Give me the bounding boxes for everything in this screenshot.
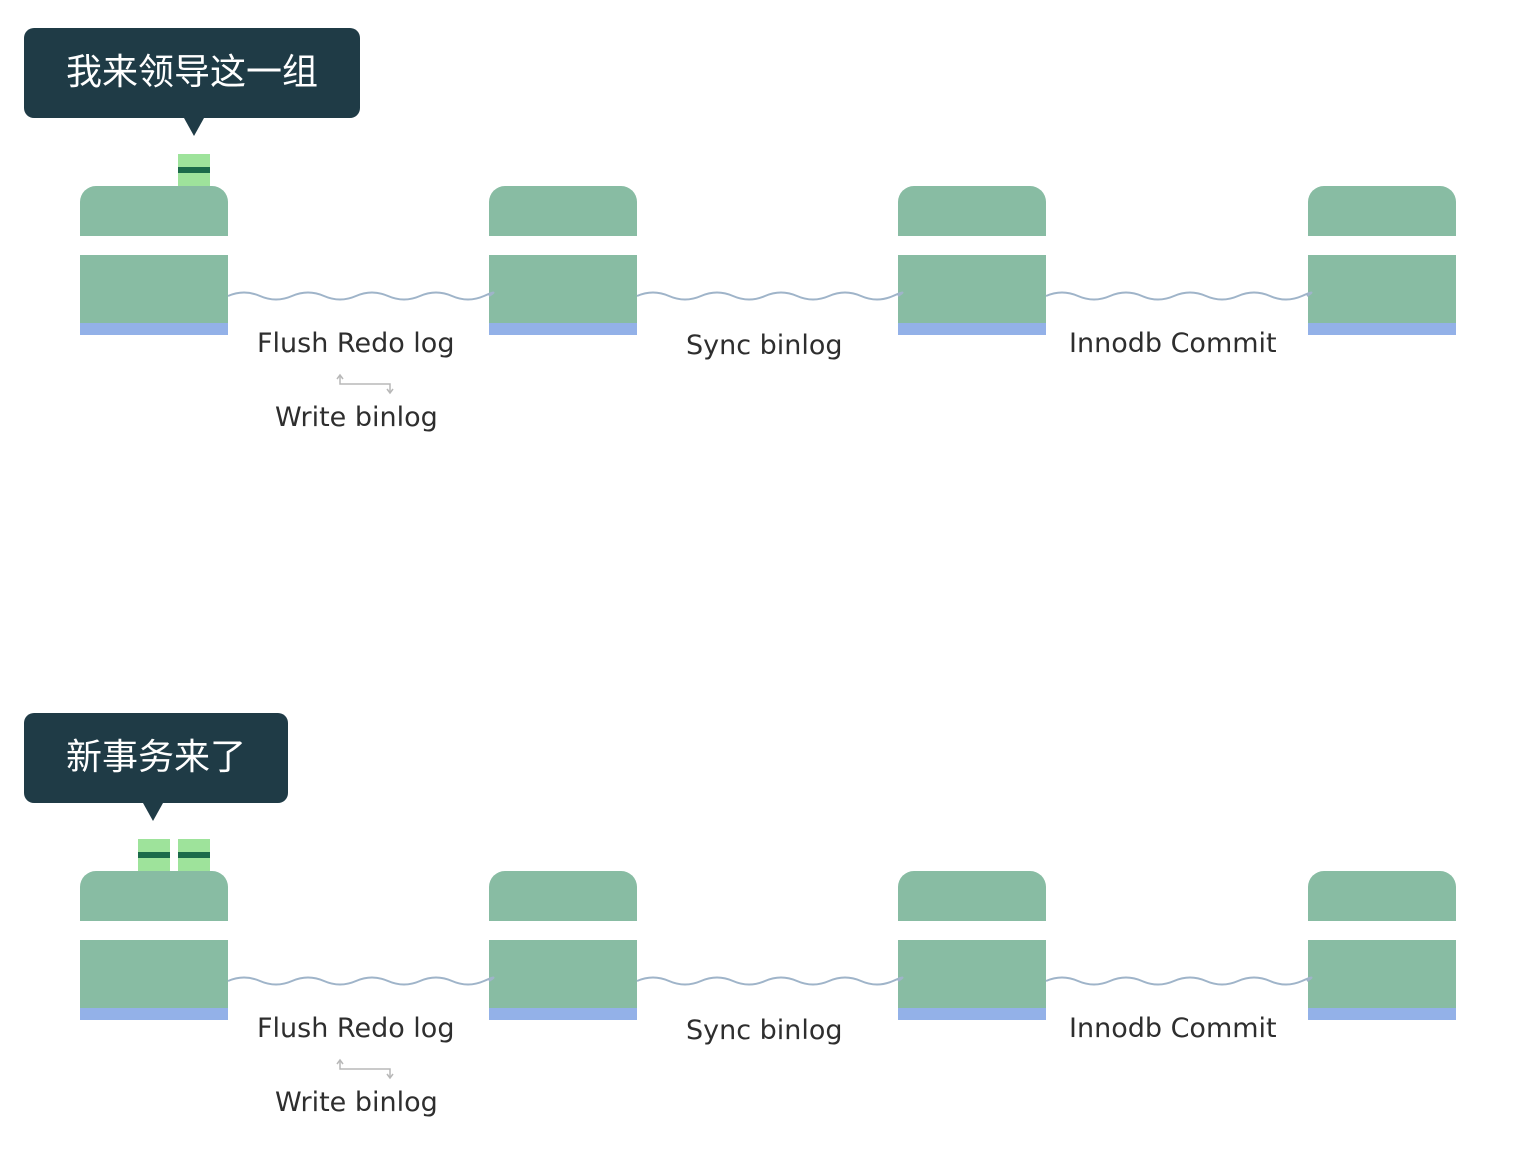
wave-connector-3 [1045, 976, 1313, 986]
node-base [489, 1008, 637, 1020]
node-body [898, 940, 1046, 1008]
node-body [489, 940, 637, 1008]
node-body [1308, 940, 1456, 1008]
speech-bubble-tail [184, 118, 204, 136]
stage-node-1 [80, 871, 228, 1021]
node-cap [1308, 186, 1456, 236]
cycle-arrow-icon [336, 373, 394, 395]
label-write-binlog: Write binlog [275, 402, 438, 433]
speech-bubble-tail [143, 803, 163, 821]
wave-connector-2 [636, 291, 904, 301]
transaction-token [178, 839, 210, 871]
label-sync-binlog: Sync binlog [686, 330, 843, 361]
wave-connector-1 [227, 976, 495, 986]
node-base [898, 1008, 1046, 1020]
transaction-token [138, 839, 170, 871]
pipeline-panel-1: 我来领导这一组 Flush Redo log Write binlog Sync… [0, 0, 1516, 480]
wave-connector-3 [1045, 291, 1313, 301]
node-cap [489, 186, 637, 236]
node-base [489, 323, 637, 335]
speech-bubble: 新事务来了 [24, 713, 289, 803]
node-cap [898, 871, 1046, 921]
node-body [489, 255, 637, 323]
node-cap [1308, 871, 1456, 921]
node-body [1308, 255, 1456, 323]
node-body [898, 255, 1046, 323]
wave-connector-2 [636, 976, 904, 986]
node-body [80, 255, 228, 323]
stage-node-3 [898, 186, 1046, 336]
node-base [80, 323, 228, 335]
node-base [1308, 1008, 1456, 1020]
label-innodb-commit: Innodb Commit [1069, 1013, 1277, 1044]
stage-node-4 [1308, 871, 1456, 1021]
node-base [80, 1008, 228, 1020]
node-base [1308, 323, 1456, 335]
node-base [898, 323, 1046, 335]
label-flush-redo-log: Flush Redo log [257, 328, 455, 359]
wave-connector-1 [227, 291, 495, 301]
node-cap [898, 186, 1046, 236]
pipeline-panel-2: 新事务来了 Flush Redo log Write binlog Sync b… [0, 685, 1516, 1165]
cycle-arrow-icon [336, 1058, 394, 1080]
node-cap [80, 186, 228, 236]
node-body [80, 940, 228, 1008]
transaction-token [178, 154, 210, 186]
label-write-binlog: Write binlog [275, 1087, 438, 1118]
token-stripe [178, 167, 210, 173]
speech-bubble: 我来领导这一组 [24, 28, 361, 118]
label-innodb-commit: Innodb Commit [1069, 328, 1277, 359]
token-stripe [178, 852, 210, 858]
node-cap [489, 871, 637, 921]
token-stripe [138, 852, 170, 858]
label-flush-redo-log: Flush Redo log [257, 1013, 455, 1044]
stage-node-3 [898, 871, 1046, 1021]
label-sync-binlog: Sync binlog [686, 1015, 843, 1046]
stage-node-2 [489, 871, 637, 1021]
stage-node-4 [1308, 186, 1456, 336]
stage-node-2 [489, 186, 637, 336]
node-cap [80, 871, 228, 921]
stage-node-1 [80, 186, 228, 336]
